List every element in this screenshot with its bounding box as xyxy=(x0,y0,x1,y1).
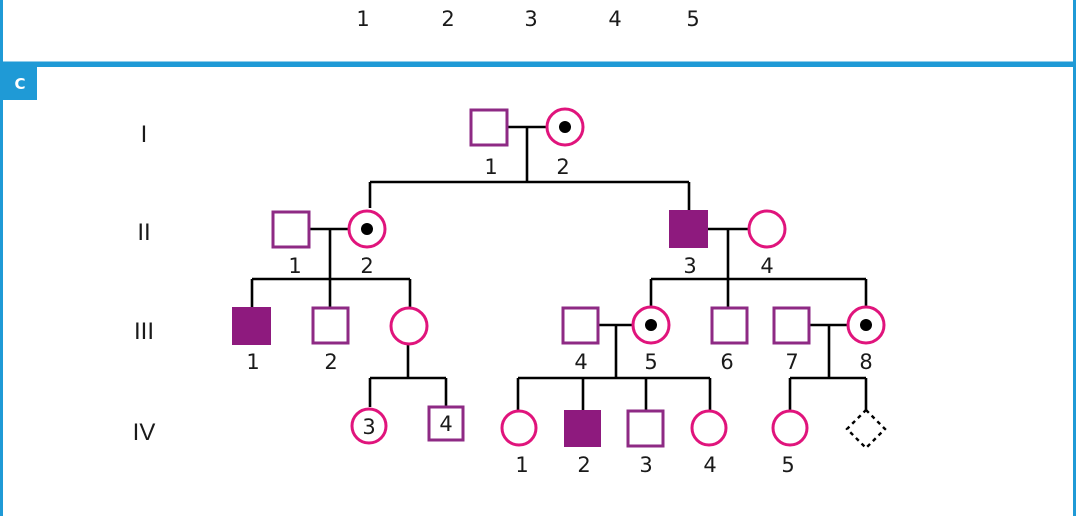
individual-label: 4 xyxy=(703,453,716,477)
male-unaffected-symbol xyxy=(469,108,509,147)
unborn-diamond-symbol xyxy=(845,408,887,450)
male-unaffected-symbol xyxy=(427,405,465,442)
individual-label: 4 xyxy=(574,350,587,374)
female-unaffected-symbol xyxy=(500,409,538,447)
carrier-dot-icon xyxy=(361,223,373,235)
carrier-dot-icon xyxy=(559,121,571,133)
individual-label: 5 xyxy=(781,453,794,477)
individual-label: 1 xyxy=(246,350,259,374)
individual-label: 2 xyxy=(556,155,569,179)
top-number: 2 xyxy=(441,7,454,31)
individual-label: 8 xyxy=(859,350,872,374)
individual-label: 4 xyxy=(760,254,773,278)
male-affected-symbol xyxy=(232,307,271,345)
generation-label: I xyxy=(141,121,148,148)
carrier-dot-icon xyxy=(860,319,872,331)
female-unaffected-symbol xyxy=(747,209,787,249)
individual-label: 2 xyxy=(360,254,373,278)
female-unaffected-symbol xyxy=(389,306,429,346)
panel-badge-label: C xyxy=(14,75,25,93)
generation-label: II xyxy=(137,219,150,246)
male-unaffected-symbol xyxy=(710,306,749,345)
individual-label: 5 xyxy=(644,350,657,374)
generation-label: III xyxy=(134,318,154,345)
top-panel-numbers: 1 2 3 4 5 xyxy=(356,7,699,31)
panel-c-frame xyxy=(0,64,1076,516)
individual-label: 1 xyxy=(484,155,497,179)
generation-label: IV xyxy=(133,419,156,446)
female-unaffected-symbol xyxy=(350,407,388,445)
panel-badge xyxy=(3,67,37,100)
male-unaffected-symbol xyxy=(271,210,311,249)
male-unaffected-symbol xyxy=(772,306,811,345)
top-number: 3 xyxy=(524,7,537,31)
top-panel-frame xyxy=(0,0,1076,65)
carrier-dot-icon xyxy=(645,319,657,331)
male-unaffected-symbol xyxy=(626,409,665,448)
individual-label: 3 xyxy=(683,254,696,278)
individual-label: 2 xyxy=(324,350,337,374)
female-unaffected-symbol xyxy=(690,409,728,447)
male-affected-symbol xyxy=(564,410,601,447)
individual-label: 1 xyxy=(288,254,301,278)
pedigree-lines xyxy=(250,125,868,411)
individual-label: 4 xyxy=(439,412,452,436)
top-number: 4 xyxy=(608,7,621,31)
individual-label: 6 xyxy=(720,350,733,374)
individual-label: 3 xyxy=(362,415,375,439)
male-affected-symbol xyxy=(669,210,708,248)
individual-label: 2 xyxy=(577,453,590,477)
individual-label: 7 xyxy=(785,350,798,374)
top-number: 5 xyxy=(686,7,699,31)
male-unaffected-symbol xyxy=(561,306,600,345)
top-number: 1 xyxy=(356,7,369,31)
female-unaffected-symbol xyxy=(771,409,809,447)
male-unaffected-symbol xyxy=(311,306,350,345)
individual-label: 3 xyxy=(639,453,652,477)
individual-label: 1 xyxy=(515,453,528,477)
